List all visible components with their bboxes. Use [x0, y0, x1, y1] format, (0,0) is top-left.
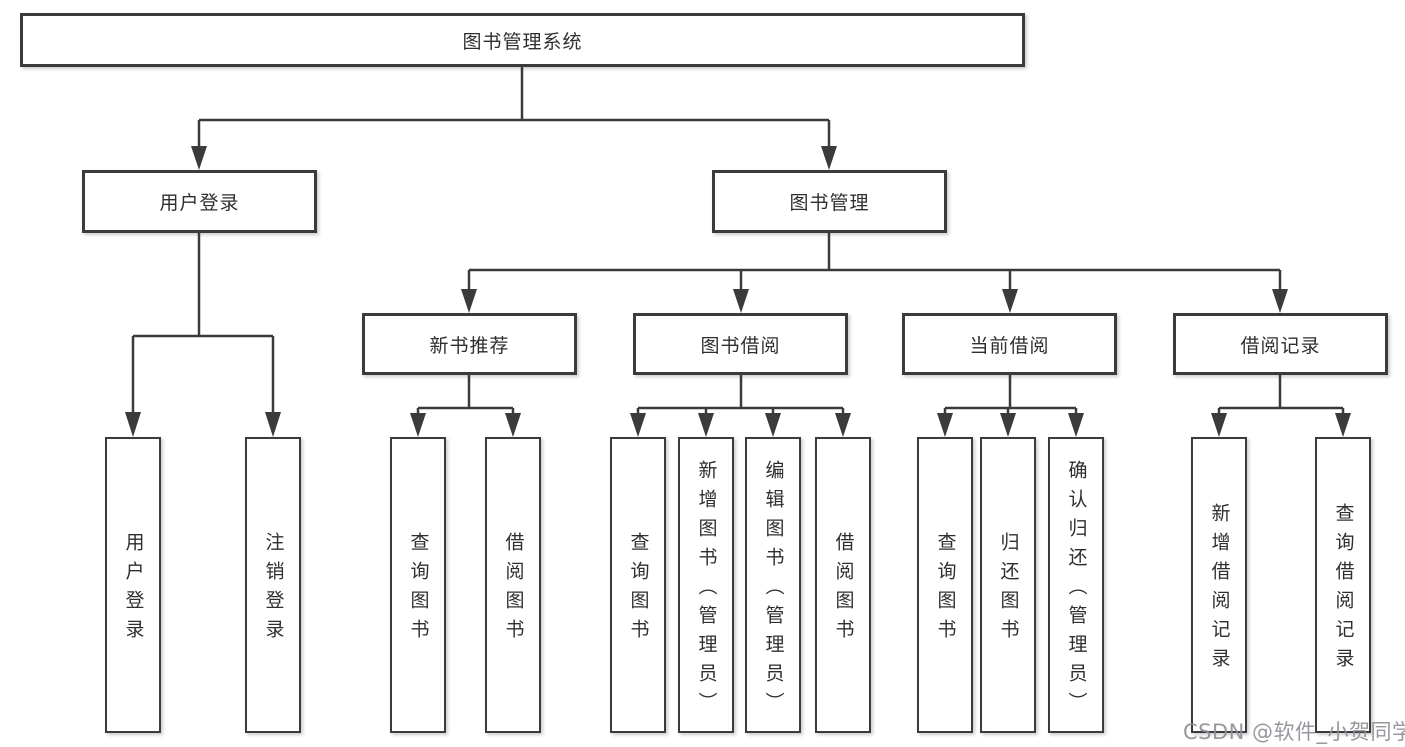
arrowhead-icons: [125, 146, 1351, 437]
node-book-management: 图书管理: [712, 170, 947, 233]
leaf-add-borrow-record: 新增借阅记录: [1191, 437, 1247, 733]
leaf-query-borrow-record: 查询借阅记录: [1315, 437, 1371, 733]
node-current-borrow: 当前借阅: [902, 313, 1117, 375]
leaf-query-books-borrow: 查询图书: [610, 437, 666, 733]
node-label: 图书管理系统: [462, 30, 583, 53]
leaf-query-books-recommend: 查询图书: [390, 437, 446, 733]
node-label: 新增图书（管理员）: [695, 459, 718, 721]
node-label: 借阅图书: [502, 532, 525, 648]
node-label: 图书借阅: [700, 334, 781, 357]
leaf-borrow-books: 借阅图书: [815, 437, 871, 733]
watermark: CSDN @软件_小贺同学: [1183, 720, 1405, 744]
leaf-edit-book-admin: 编辑图书（管理员）: [745, 437, 801, 733]
node-borrow-records: 借阅记录: [1173, 313, 1388, 375]
node-label: 归还图书: [997, 532, 1020, 648]
leaf-query-books-current: 查询图书: [917, 437, 973, 733]
node-label: 用户登录: [122, 532, 145, 648]
node-user-login: 用户登录: [82, 170, 317, 233]
node-label: 用户登录: [159, 192, 240, 214]
node-label: 编辑图书（管理员）: [762, 459, 785, 721]
node-book-borrow: 图书借阅: [633, 313, 848, 375]
node-label: 注销登录: [262, 532, 285, 648]
leaf-return-book: 归还图书: [980, 437, 1036, 733]
leaf-confirm-return-admin: 确认归还（管理员）: [1048, 437, 1104, 733]
node-label: 新书推荐: [429, 334, 510, 357]
leaf-borrow-books-recommend: 借阅图书: [485, 437, 541, 733]
leaf-logout: 注销登录: [245, 437, 301, 733]
node-label: 查询图书: [407, 532, 430, 648]
node-label: 借阅记录: [1240, 334, 1321, 357]
node-label: 查询借阅记录: [1332, 503, 1355, 677]
leaf-user-login: 用户登录: [105, 437, 161, 733]
node-label: 当前借阅: [969, 334, 1050, 357]
node-label: 查询图书: [627, 532, 650, 648]
node-label: 确认归还（管理员）: [1065, 459, 1088, 721]
node-label: 图书管理: [789, 192, 870, 214]
node-label: 新增借阅记录: [1208, 503, 1231, 677]
leaf-add-book-admin: 新增图书（管理员）: [678, 437, 734, 733]
node-new-book-recommend: 新书推荐: [362, 313, 577, 375]
node-label: 查询图书: [934, 532, 957, 648]
node-system-root: 图书管理系统: [20, 13, 1025, 67]
node-label: 借阅图书: [832, 532, 855, 648]
